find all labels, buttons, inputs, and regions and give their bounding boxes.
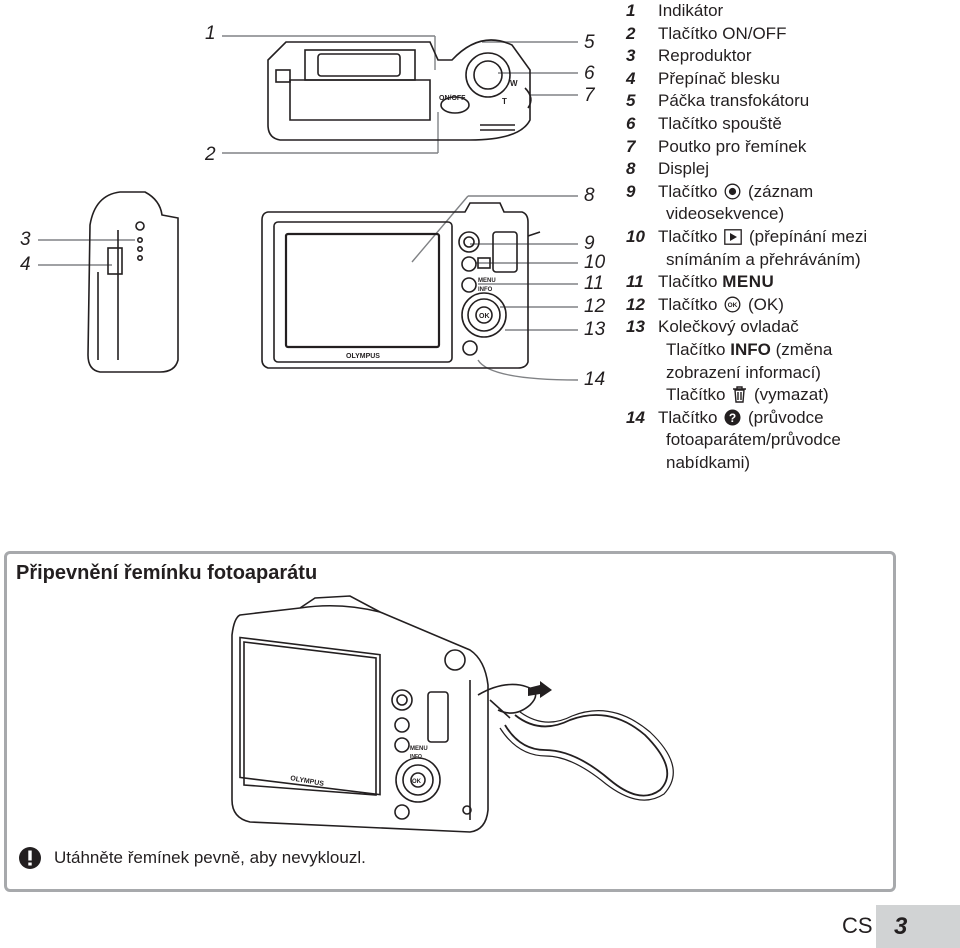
back-info-label: INFO [478,287,493,293]
svg-text:OK: OK [728,302,738,309]
callout-9: 9 [584,233,595,254]
legend-subitem: Tlačítko (vymazat) [666,385,829,405]
callout-7: 7 [584,85,595,106]
help-guide-icon: ? [724,409,741,426]
callout-1: 1 [205,23,216,44]
strap-camera-ok: OK [412,779,422,785]
footer-language: CS [842,913,873,938]
callout-4: 4 [20,254,31,275]
page-number: 3 [876,905,960,948]
camera-parts-diagram: ON/OFF W T MENU INFO OK OLYMPUS [38,35,579,381]
legend-subitem-continuation: zobrazení informací) [666,362,821,382]
back-brand-label: OLYMPUS [346,353,380,360]
playback-icon [724,229,743,245]
callout-13: 13 [584,319,606,340]
zoom-w-label: W [510,79,518,88]
back-ok-label: OK [479,313,490,320]
callout-11: 11 [584,273,604,294]
legend-item-continuation: snímáním a přehráváním) [666,249,861,269]
legend-item-continuation: videosekvence) [666,204,785,224]
legend-item-continuation: fotoaparátem/průvodce [666,430,841,450]
strap-section-box [4,551,896,892]
caution-text: Utáhněte řemínek pevně, aby nevyklouzl. [54,848,366,867]
callout-6: 6 [584,63,595,84]
caution-note: Utáhněte řemínek pevně, aby nevyklouzl. [18,846,366,870]
zoom-t-label: T [502,97,507,106]
callout-12: 12 [584,296,606,317]
callout-2: 2 [205,144,216,165]
onoff-label: ON/OFF [439,95,466,102]
callout-14: 14 [584,369,606,390]
caution-icon [19,847,41,869]
callout-10: 10 [584,252,606,273]
movie-record-icon [724,183,741,200]
section-title: Připevnění řemínku fotoaparátu [16,562,318,584]
legend-item-continuation: nabídkami) [666,452,751,472]
svg-text:?: ? [729,411,736,425]
back-menu-label: MENU [478,278,496,284]
callout-8: 8 [584,185,595,206]
callout-5: 5 [584,32,595,53]
legend-subitem: Tlačítko INFO (změna [666,339,833,359]
ok-button-icon: OK [724,296,741,313]
strap-camera-menu: MENU [410,746,428,752]
strap-camera-info: INFO [410,754,422,760]
strap-attachment-illustration: OLYMPUS MENU INFO OK [231,595,674,833]
callout-3: 3 [20,229,31,250]
trash-icon [733,386,747,403]
